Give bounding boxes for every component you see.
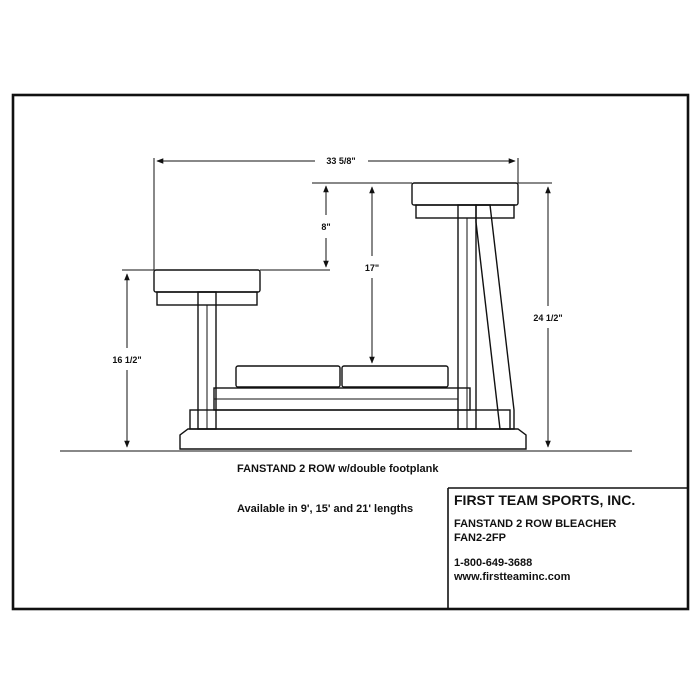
footplank-right xyxy=(341,365,449,388)
dim-overall-depth: 33 5/8" xyxy=(326,156,355,166)
sheet-border xyxy=(11,93,690,611)
bleacher-side-view xyxy=(153,182,527,450)
dim-footplank-to-top-seat: 17" xyxy=(365,263,379,273)
product-name: FANSTAND 2 ROW BLEACHER xyxy=(454,518,616,530)
dim-lower-seat-height: 16 1/2" xyxy=(112,355,141,365)
rear-brace xyxy=(475,204,515,430)
dim-top-seat-height: 24 1/2" xyxy=(533,313,562,323)
top-seat-plank xyxy=(411,182,519,206)
footplank-left xyxy=(235,365,341,388)
frame-rail-lower xyxy=(189,409,511,430)
lower-seat-stringer xyxy=(156,291,258,306)
model-caption: FANSTAND 2 ROW w/double footplank xyxy=(237,463,439,475)
lengths-caption: Available in 9', 15' and 21' lengths xyxy=(237,503,413,515)
website: www.firstteaminc.com xyxy=(453,571,571,583)
dim-rise: 8" xyxy=(321,222,330,232)
dimension-lines xyxy=(122,158,552,448)
lower-seat-plank xyxy=(153,269,261,293)
company-name: FIRST TEAM SPORTS, INC. xyxy=(454,492,635,508)
top-seat-stringer xyxy=(415,204,515,219)
phone-number: 1-800-649-3688 xyxy=(454,557,532,569)
base-rail xyxy=(179,428,527,450)
title-block: FIRST TEAM SPORTS, INC. FANSTAND 2 ROW B… xyxy=(447,487,688,609)
part-number: FAN2-2FP xyxy=(454,532,506,544)
